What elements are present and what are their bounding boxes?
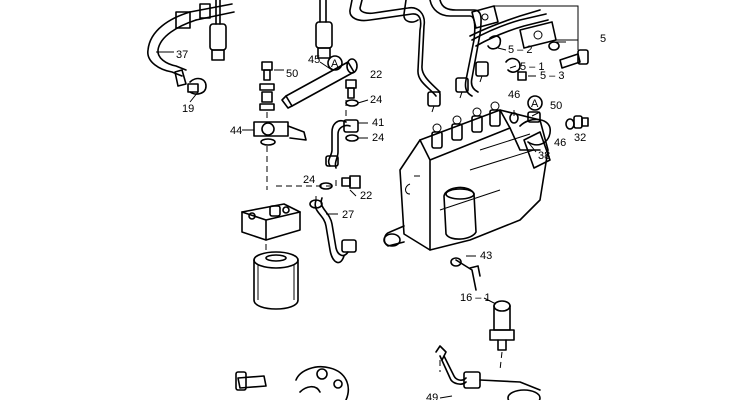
plug-16-1 [489,300,515,351]
housing-bottom [295,365,350,400]
callout-32: 32 [574,132,586,144]
injection-pump [383,101,551,251]
callout-46-right: 46 [554,137,566,149]
bolt-32 [573,115,589,129]
callout-45: 45 [308,54,320,66]
fitting-44 [253,121,307,146]
banjo-bolt-22-top [345,79,357,99]
clip-5-2 [548,41,566,51]
callout-19: 19 [182,103,194,115]
callout-49: 49 [426,392,438,400]
washer-46-left [509,112,519,124]
washer-46-right [565,118,575,130]
callout-24-top: 24 [370,94,382,106]
callout-5: 5 [600,33,606,45]
filter-head [241,203,301,241]
pipe-45 [281,58,358,109]
callout-5-3: 5 – 3 [540,70,564,82]
bolt-bottom-left [235,371,267,391]
callout-27: 27 [342,209,354,221]
pipe-43 [450,257,481,291]
callout-43: 43 [480,250,492,262]
hose-37 [147,3,235,87]
callout-41: 41 [372,117,384,129]
svg-text:A: A [331,58,339,70]
callout-37: 37 [176,49,188,61]
callout-50-right: 50 [550,100,562,112]
callout-46-left: 46 [508,89,520,101]
callout-22-low: 22 [360,190,372,202]
banjo-fitting-38 [519,111,551,146]
pipe-clamp-5 [471,5,557,50]
marker-a-right: A [527,95,543,111]
washer-24-mid [319,182,333,190]
callout-5-2: 5 – 2 [508,44,532,56]
pipe-41 [325,119,359,169]
injector-nozzle-right [315,0,333,59]
callout-22-top: 22 [370,69,382,81]
callout-16-1: 16 – 1 [460,292,491,304]
banjo-bolt-22-mid [341,175,361,189]
callout-24-low: 24 [303,174,315,186]
hose-clamp-19 [187,77,207,95]
callout-50-top: 50 [286,68,298,80]
washer-24-top [345,99,359,107]
filter-cartridge [253,251,299,310]
callout-38: 38 [538,150,550,162]
lever-49 [435,345,541,400]
pipe-27 [309,197,357,264]
callout-24-mid: 24 [372,132,384,144]
fitting-stack-50 [259,61,275,111]
callout-44: 44 [230,125,242,137]
clamp-5-1 [505,57,527,81]
marker-a-left: A [327,55,343,71]
callout-5-1: 5 – 1 [520,61,544,73]
bolt-5-3 [559,49,589,69]
svg-text:A: A [531,98,539,110]
injector-nozzle-left [209,0,227,61]
